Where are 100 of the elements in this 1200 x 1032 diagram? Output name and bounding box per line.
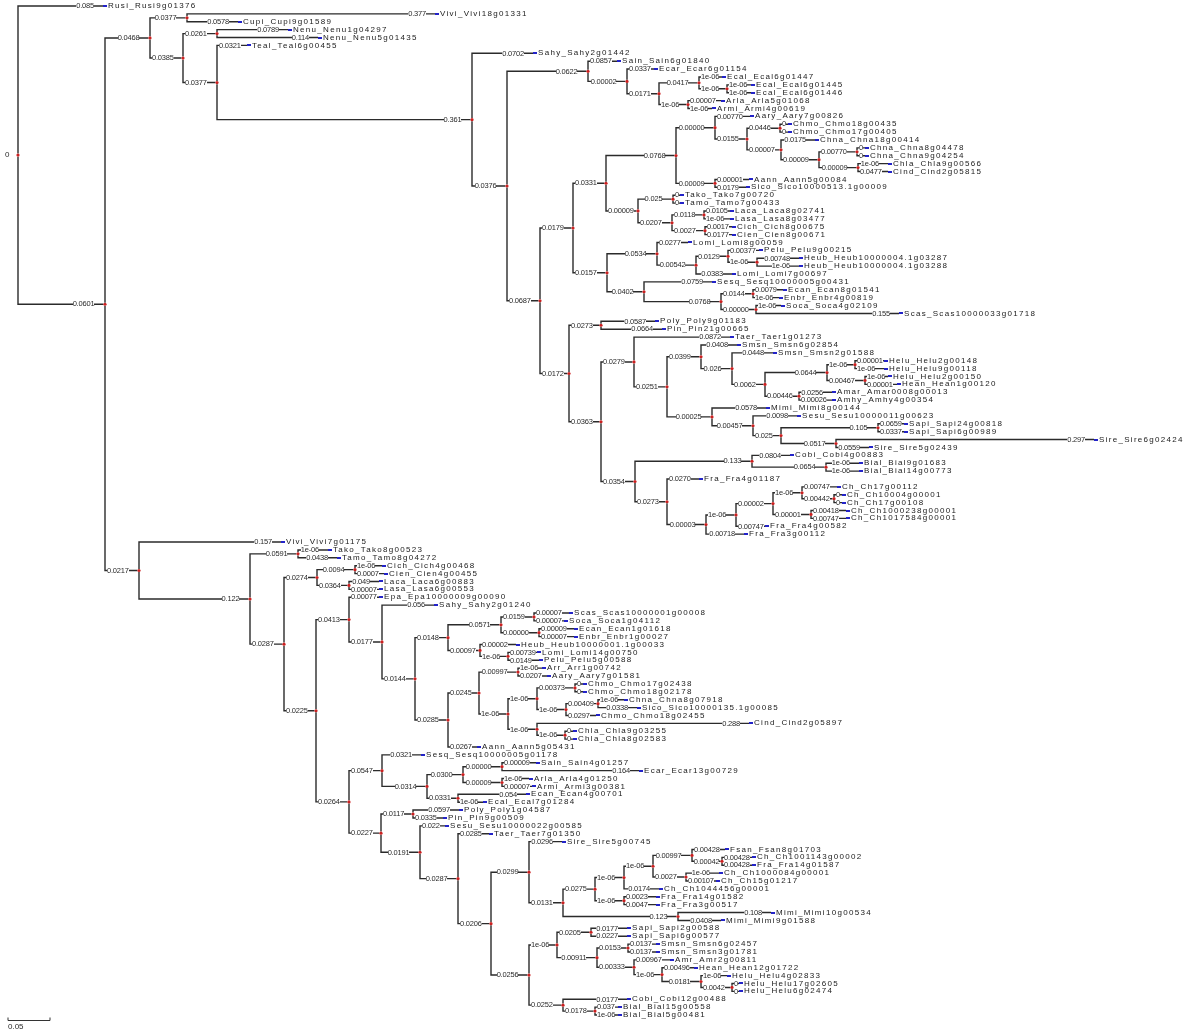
taxon-label: Fra_Fra4g01187 bbox=[704, 475, 782, 483]
node-dot-icon bbox=[296, 552, 300, 556]
node-dot-icon bbox=[506, 654, 510, 658]
node-dot-icon bbox=[527, 870, 531, 874]
taxon-label: Cich_Cich8g00675 bbox=[737, 222, 826, 231]
node-dot-icon bbox=[676, 914, 680, 919]
tree-branch bbox=[17, 5, 104, 155]
node-dot-icon bbox=[825, 370, 829, 375]
taxon-label: Fsan_Fsan8g01703 bbox=[730, 845, 822, 854]
node-dot-icon bbox=[771, 502, 775, 506]
taxon-label: Chmo_Chmo17g00405 bbox=[793, 128, 898, 136]
node-dot-icon bbox=[699, 979, 703, 984]
taxon-label: Sire_Sire5g02439 bbox=[874, 443, 959, 452]
taxon-label: Cobi_Cobi4g00883 bbox=[795, 451, 885, 460]
node-dot-icon bbox=[413, 677, 417, 681]
node-dot-icon bbox=[697, 81, 701, 85]
taxon-label: Helu_Helu2g00150 bbox=[893, 372, 983, 381]
node-dot-icon bbox=[586, 69, 590, 73]
taxon-label: Chna_Chna18g00414 bbox=[820, 136, 921, 144]
taxon-label: Aary_Aary7g01581 bbox=[552, 672, 642, 680]
node-dot-icon bbox=[489, 922, 493, 926]
node-dot-icon bbox=[763, 382, 767, 386]
taxon-label: Sico_Sico10000135.1g00085 bbox=[642, 703, 780, 712]
taxon-label: Cupi_Cupi9g01589 bbox=[243, 17, 333, 26]
node-dot-icon bbox=[599, 420, 603, 424]
taxon-label: Sesq_Sesq10000005g01178 bbox=[426, 751, 559, 759]
node-dot-icon bbox=[555, 943, 559, 947]
node-dot-icon bbox=[660, 973, 664, 977]
taxon-label: Enbr_Enbr1g00027 bbox=[579, 632, 670, 641]
node-dot-icon bbox=[704, 522, 708, 527]
node-dot-icon bbox=[853, 363, 857, 367]
taxon-label: Laca_Laca6g00883 bbox=[384, 577, 476, 586]
taxon-label: Nenu_Nenu1g04297 bbox=[293, 25, 388, 34]
node-dot-icon bbox=[604, 181, 608, 185]
node-dot-icon bbox=[538, 299, 542, 303]
taxon-label: Lomi_Lomi8g00059 bbox=[693, 238, 785, 247]
node-dot-icon bbox=[535, 697, 539, 701]
taxon-label: Enbr_Enbr4g00819 bbox=[784, 293, 875, 302]
taxon-label: Poly_Poly9g01183 bbox=[660, 317, 747, 326]
tree-branch bbox=[661, 975, 701, 983]
tree-branch bbox=[138, 541, 282, 570]
node-dot-icon bbox=[665, 385, 669, 389]
taxon-label: Sain_Sain4g01257 bbox=[541, 758, 630, 767]
node-dot-icon bbox=[622, 899, 626, 903]
taxon-label: Cobi_Cobi12g00488 bbox=[632, 995, 728, 1004]
node-dot-icon bbox=[599, 323, 603, 327]
tree-branch bbox=[539, 301, 569, 375]
node-dot-icon bbox=[446, 718, 450, 722]
node-dot-icon bbox=[730, 985, 734, 990]
taxon-label: Ch_Ch1000238g00001 bbox=[851, 506, 958, 515]
taxon-label: Rusi_Rusi9g01376 bbox=[108, 2, 197, 10]
taxon-label: Sire_Sire5g00745 bbox=[567, 837, 652, 846]
node-dot-icon bbox=[876, 426, 880, 430]
node-dot-icon bbox=[778, 126, 782, 130]
node-dot-icon bbox=[734, 513, 738, 517]
taxon-label: Ch_Ch17g00108 bbox=[847, 498, 925, 507]
node-dot-icon bbox=[834, 441, 838, 446]
taxon-label: Lasa_Lasa8g03477 bbox=[735, 214, 827, 223]
tree-branch bbox=[506, 186, 540, 302]
taxon-label: Ch_Ch10004g00001 bbox=[847, 490, 942, 499]
taxon-label: Poly_Poly1g04587 bbox=[464, 806, 552, 814]
node-dot-icon bbox=[632, 965, 636, 969]
tree-branch bbox=[17, 156, 105, 305]
taxon-label: Chla_Chla8g02583 bbox=[578, 735, 668, 743]
taxon-label: Teal_Teal6g00455 bbox=[252, 41, 338, 50]
node-dot-icon bbox=[632, 360, 636, 364]
node-dot-icon bbox=[181, 56, 185, 60]
node-dot-icon bbox=[506, 712, 510, 716]
taxon-label: Ecan_Ecan1g01618 bbox=[579, 624, 672, 633]
taxon-label: Taer_Taer1g01273 bbox=[735, 333, 823, 341]
node-dot-icon bbox=[563, 733, 567, 737]
taxon-label: Tamo_Tamo8g04272 bbox=[342, 553, 438, 562]
taxon-label: Chna_Chna9g04254 bbox=[870, 151, 965, 160]
node-dot-icon bbox=[710, 415, 714, 419]
node-dot-icon bbox=[567, 371, 571, 376]
node-dot-icon bbox=[516, 670, 520, 674]
node-dot-icon bbox=[725, 87, 729, 91]
tree-branch bbox=[315, 711, 349, 803]
node-dot-icon bbox=[137, 568, 141, 573]
taxon-label: Taer_Taer7g01350 bbox=[494, 829, 582, 838]
node-dot-icon bbox=[694, 263, 698, 267]
taxon-label: Cind_Cind2g05897 bbox=[754, 719, 844, 728]
node-dot-icon bbox=[751, 424, 755, 428]
tree-branch bbox=[471, 52, 534, 119]
tree-branch bbox=[182, 58, 217, 84]
scale-bar-label: 0.05 bbox=[8, 1022, 24, 1031]
taxon-label: Pelu_Pelu5g00588 bbox=[544, 656, 633, 665]
node-dot-icon bbox=[347, 618, 351, 622]
taxon-label: Scas_Scas10000001g00008 bbox=[574, 609, 707, 617]
node-dot-icon bbox=[651, 864, 655, 868]
tree-branch bbox=[380, 834, 420, 853]
node-dot-icon bbox=[636, 209, 640, 213]
node-dot-icon bbox=[379, 831, 383, 835]
node-dot-icon bbox=[446, 636, 450, 640]
taxon-label: Ch_Ch1044456g00001 bbox=[664, 885, 771, 893]
taxon-label: Amhy_Amhy4g00354 bbox=[837, 396, 935, 405]
taxon-label: Smsn_Smsn6g02854 bbox=[742, 341, 840, 349]
node-dot-icon bbox=[103, 302, 107, 306]
taxon-label: Helu_Helu6g02474 bbox=[744, 987, 834, 996]
tree-branch bbox=[574, 688, 584, 693]
